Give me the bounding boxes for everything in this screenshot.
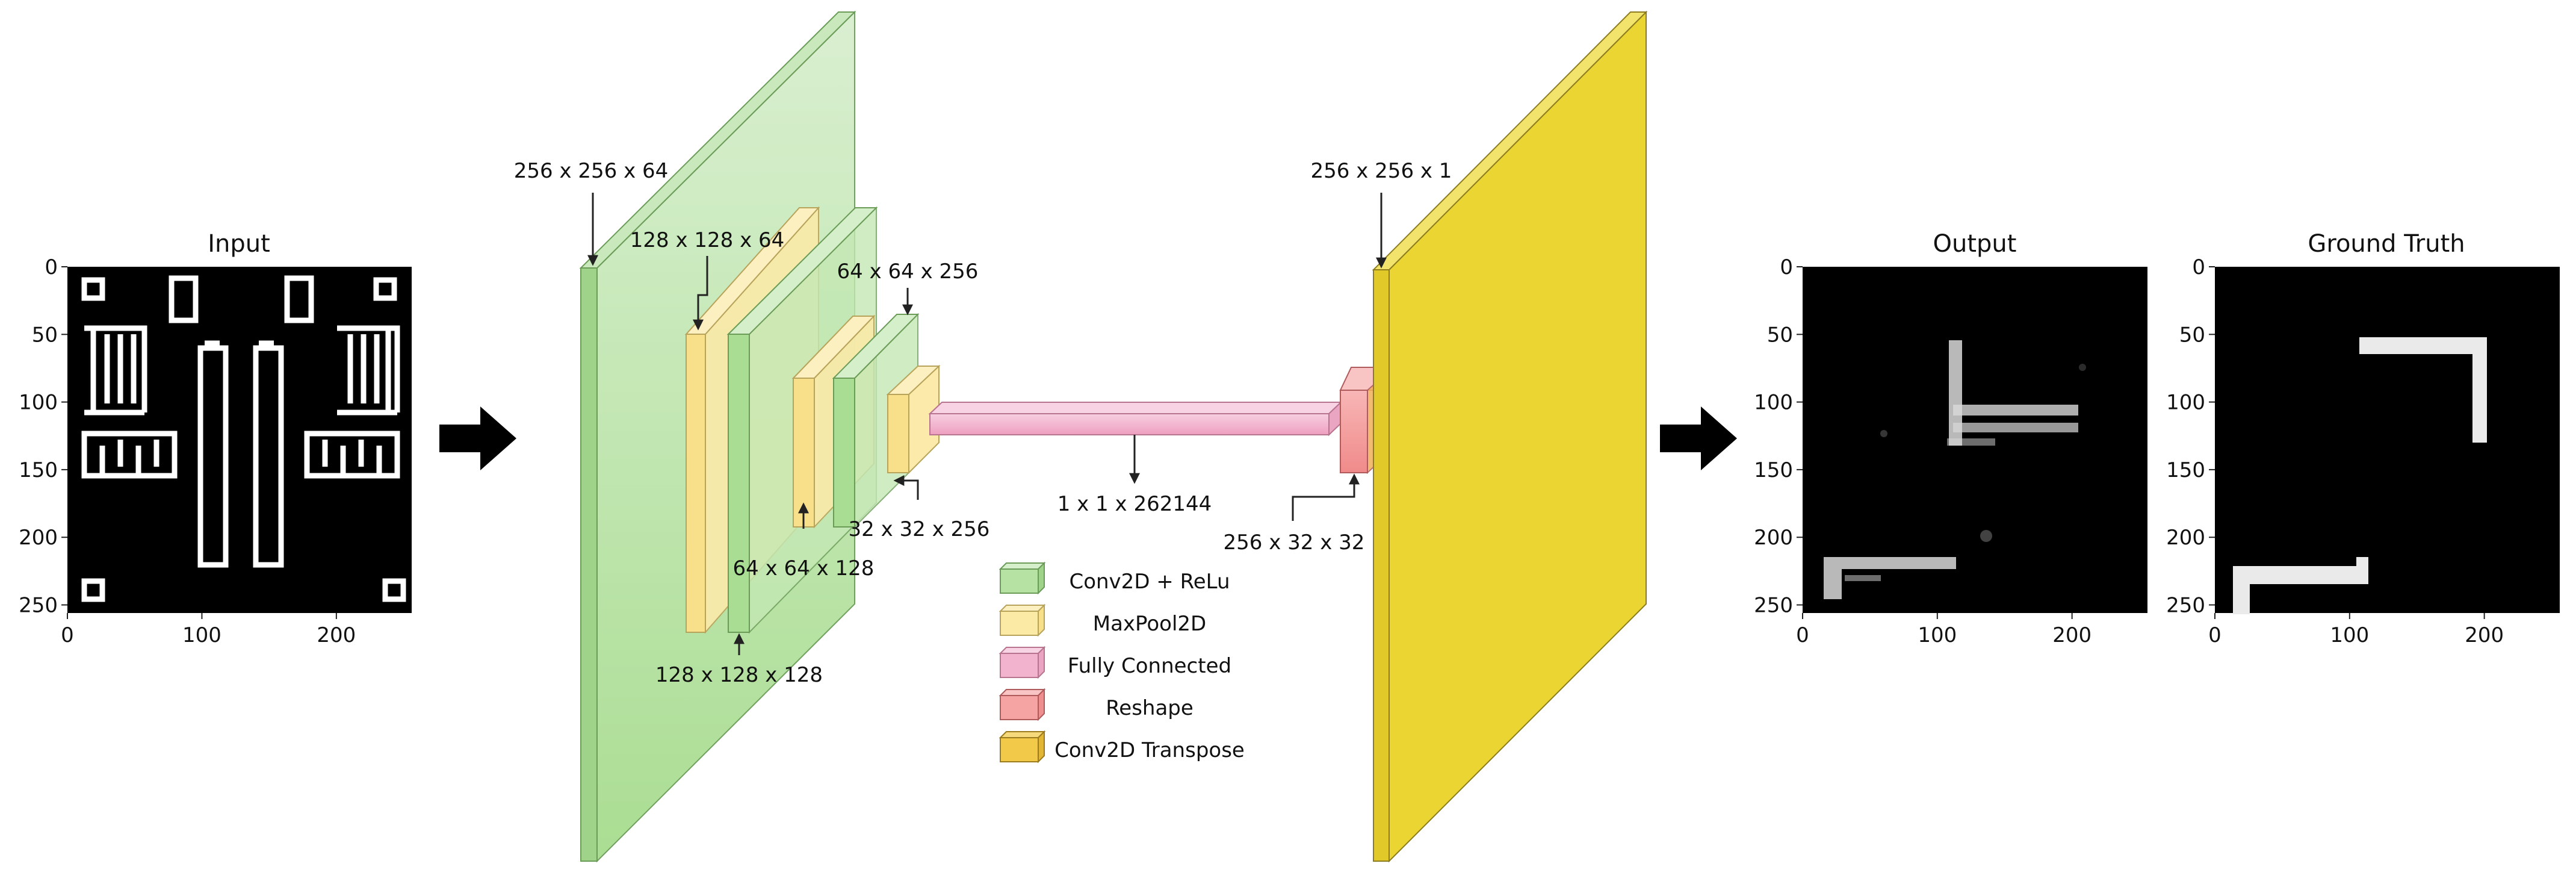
input-image (67, 267, 412, 613)
y-tick-label: 100 (19, 391, 58, 415)
output-panel: Output 0 50 100 150 200 250 0 100 200 (1754, 230, 2147, 647)
dim-label-pool1: 128 x 128 x 64 (630, 228, 785, 252)
x-tick-label: 200 (317, 623, 356, 647)
input-pattern (81, 275, 406, 602)
y-tick-label: 50 (2179, 323, 2205, 347)
legend-label: Reshape (1106, 696, 1194, 720)
y-tick-label: 100 (1754, 391, 1793, 415)
output-y-axis: 0 50 100 150 200 250 (1754, 255, 1803, 618)
dimension-pointers (587, 193, 1387, 655)
legend-label: Conv2D + ReLu (1069, 570, 1230, 594)
ground-truth-title: Ground Truth (2308, 230, 2465, 258)
dim-label-reshape: 256 x 32 x 32 (1224, 531, 1365, 555)
x-tick-label: 200 (2465, 623, 2504, 647)
y-tick-label: 250 (1754, 594, 1793, 618)
y-tick-label: 250 (19, 594, 58, 618)
y-tick-label: 100 (2166, 391, 2205, 415)
y-tick-label: 150 (19, 458, 58, 482)
output-prediction (1824, 340, 2086, 599)
legend-item-reshape: Reshape (999, 688, 1194, 721)
x-tick-label: 100 (182, 623, 221, 647)
legend-item-conv: Conv2D + ReLu (999, 561, 1230, 595)
dim-label-pool2: 64 x 64 x 128 (733, 556, 875, 581)
dim-label-fc: 1 x 1 x 262144 (1057, 492, 1212, 516)
pool3-layer (886, 364, 941, 475)
x-tick-label: 0 (2208, 623, 2221, 647)
x-tick-label: 100 (2330, 623, 2369, 647)
conv3-layer (832, 313, 920, 529)
y-tick-label: 150 (2166, 458, 2205, 482)
input-panel: Input 0 50 100 150 200 250 0 100 200 (19, 230, 412, 647)
legend-item-transpose: Conv2D Transpose (999, 730, 1245, 764)
ground-truth-panel: Ground Truth 0 50 100 150 200 250 0 100 200 (2166, 230, 2560, 647)
dim-label-conv3: 64 x 64 x 256 (837, 260, 979, 284)
right-arrow-icon (439, 406, 516, 470)
ground-truth-image (2215, 267, 2560, 613)
fc-layer (928, 400, 1343, 437)
y-tick-label: 0 (2192, 255, 2205, 279)
network-diagram: 256 x 256 x 64 128 x 128 x 64 64 x 64 x … (514, 10, 1648, 863)
dim-label-pool3: 32 x 32 x 256 (849, 517, 990, 541)
dim-label-conv1: 256 x 256 x 64 (514, 159, 669, 183)
output-title: Output (1933, 230, 2017, 258)
dim-label-output: 256 x 256 x 1 (1311, 159, 1452, 183)
y-tick-label: 200 (19, 526, 58, 550)
y-tick-label: 0 (1780, 255, 1793, 279)
y-tick-label: 150 (1754, 458, 1793, 482)
legend: Conv2D + ReLu MaxPool2D Fully Connected … (999, 561, 1245, 764)
ground-truth-x-axis: 0 100 200 (2208, 613, 2504, 647)
transpose-layer (1372, 10, 1648, 863)
legend-label: Conv2D Transpose (1054, 738, 1245, 762)
y-tick-label: 250 (2166, 594, 2205, 618)
y-tick-label: 200 (2166, 526, 2205, 550)
x-tick-label: 0 (1796, 623, 1809, 647)
legend-label: MaxPool2D (1093, 612, 1206, 636)
x-tick-label: 0 (61, 623, 74, 647)
y-tick-label: 50 (32, 323, 58, 347)
ground-truth-mask (2233, 337, 2487, 614)
x-tick-label: 100 (1918, 623, 1957, 647)
x-tick-label: 200 (2052, 623, 2091, 647)
y-tick-label: 200 (1754, 526, 1793, 550)
y-tick-label: 0 (45, 255, 58, 279)
input-y-axis: 0 50 100 150 200 250 (19, 255, 67, 618)
dim-label-conv2: 128 x 128 x 128 (655, 663, 823, 687)
legend-item-pool: MaxPool2D (999, 603, 1206, 637)
right-arrow-icon (1660, 406, 1737, 470)
legend-label: Fully Connected (1068, 654, 1231, 678)
y-tick-label: 50 (1767, 323, 1793, 347)
legend-item-fc: Fully Connected (999, 646, 1231, 679)
input-title: Input (208, 230, 270, 258)
input-x-axis: 0 100 200 (61, 613, 356, 647)
ground-truth-y-axis: 0 50 100 150 200 250 (2166, 255, 2215, 618)
output-x-axis: 0 100 200 (1796, 613, 2091, 647)
